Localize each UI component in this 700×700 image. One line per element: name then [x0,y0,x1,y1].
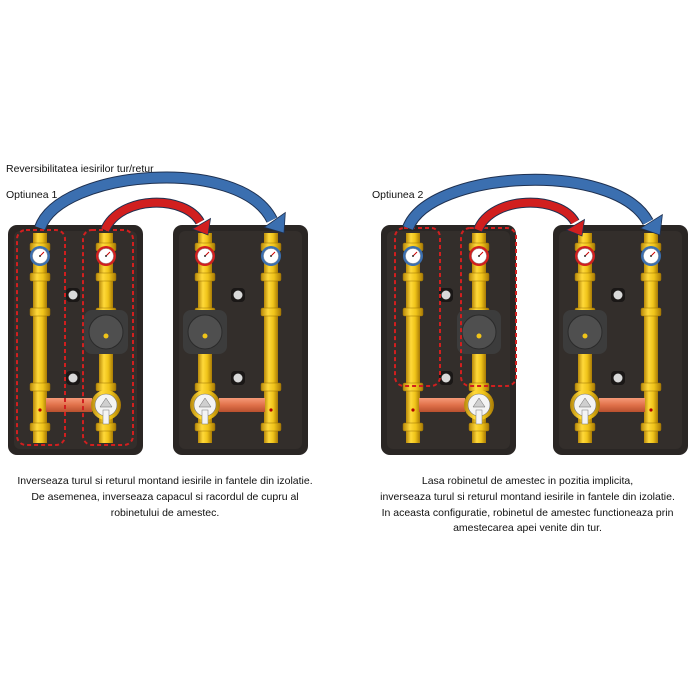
gauge-hub [412,255,414,257]
pump-head [187,314,223,350]
temp-sensor-point [649,408,653,412]
pump-head [567,314,603,350]
pump-indicator [103,333,109,339]
gauge-hub [650,255,652,257]
option-2-label: Optiunea 2 [372,189,424,201]
pipe-fitting [29,422,51,432]
caption-line: De asemenea, inverseaza capacul si racor… [31,490,299,503]
pipe-fitting [194,272,216,282]
pipe-fitting [640,307,662,317]
arrow-shaft [474,198,579,232]
pipe-fitting [29,272,51,282]
arrow-blue-2-head [639,213,663,236]
pipe-fitting [260,422,282,432]
arrow-red-1-head [191,217,212,236]
mixing-valve-knob [472,397,486,408]
pipe-fitting [95,272,117,282]
mixing-valve-lever [102,409,110,425]
caption-line: In aceasta configuratie, robinetul de am… [381,506,674,519]
mounting-screw [233,290,243,300]
mounting-screw [613,290,623,300]
caption-line: robinetului de amestec. [110,506,220,519]
mixing-valve-knob [99,397,113,408]
mixing-valve-knob [198,397,212,408]
arrow-blue-1 [34,171,278,231]
selection-box-left [16,229,66,446]
pipe-fitting [640,272,662,282]
arrow-red-2 [473,197,580,233]
mixing-valve-lever [201,409,209,425]
mounting-screw [441,290,451,300]
mounting-screw [68,373,78,383]
pipe-fitting [402,272,424,282]
option-1-caption: Inverseaza turul si returul montand iesi… [0,474,330,521]
pump-indicator [582,333,588,339]
copper-pipe [599,398,645,412]
caption-line: amestecarea apei venite din tur. [453,522,602,535]
copper-pipe [46,398,92,412]
arrow-shaft [403,174,653,231]
pump-head [461,314,497,350]
pipe-fitting [95,382,117,392]
arrow-red-1 [100,197,205,233]
option-2-caption: Lasa robinetul de amestec in pozitia imp… [355,474,700,537]
arrow-blue-2 [402,173,654,231]
module-1b [173,225,308,455]
pipe-fitting [468,272,490,282]
pipe-fitting [640,422,662,432]
arrow-red-2-head [565,218,586,237]
mixing-valve-lever [475,409,483,425]
arrow-head [639,213,663,236]
pipe-fitting [260,382,282,392]
arrow-head [565,218,586,237]
caption-line: inverseaza turul si returul montand iesi… [380,490,675,503]
gauge-hub [105,255,107,257]
pump-indicator [202,333,208,339]
selection-box-right [460,227,517,387]
arrow-head [191,217,212,236]
module-1a [8,225,143,455]
gauge-hub [584,255,586,257]
module-2b [553,225,688,455]
diagram-title: Reversibilitatea iesirilor tur/retur [6,163,154,175]
caption-line: Lasa robinetul de amestec in pozitia imp… [421,475,634,487]
arrow-shaft [35,172,277,231]
arrow-head [263,211,286,234]
temp-sensor-point [411,408,415,412]
gauge-hub [478,255,480,257]
pipe-fitting [260,307,282,317]
gauge-hub [270,255,272,257]
option-1-label: Optiunea 1 [6,189,58,201]
pipe-fitting [402,307,424,317]
mounting-screw [233,373,243,383]
pipe-fitting [574,272,596,282]
pipe-fitting [29,307,51,317]
gauge-hub [39,255,41,257]
module-2a [381,225,516,455]
copper-pipe [219,398,265,412]
pump-indicator [476,333,482,339]
pipe-fitting [640,382,662,392]
arrow-shaft [101,198,204,232]
pipe-fitting [574,382,596,392]
pipe-fitting [402,422,424,432]
temp-sensor-point [38,408,42,412]
caption-line: Inverseaza turul si returul montand iesi… [17,475,313,487]
pump-head [88,314,124,350]
pipe-fitting [194,382,216,392]
mounting-screw [441,373,451,383]
pipe-fitting [260,272,282,282]
temp-sensor-point [269,408,273,412]
arrow-blue-1-head [263,211,286,234]
copper-pipe [419,398,465,412]
mixing-valve-knob [578,397,592,408]
gauge-hub [204,255,206,257]
mounting-screw [613,373,623,383]
mounting-screw [68,290,78,300]
pipe-fitting [29,382,51,392]
mixing-valve-lever [581,409,589,425]
